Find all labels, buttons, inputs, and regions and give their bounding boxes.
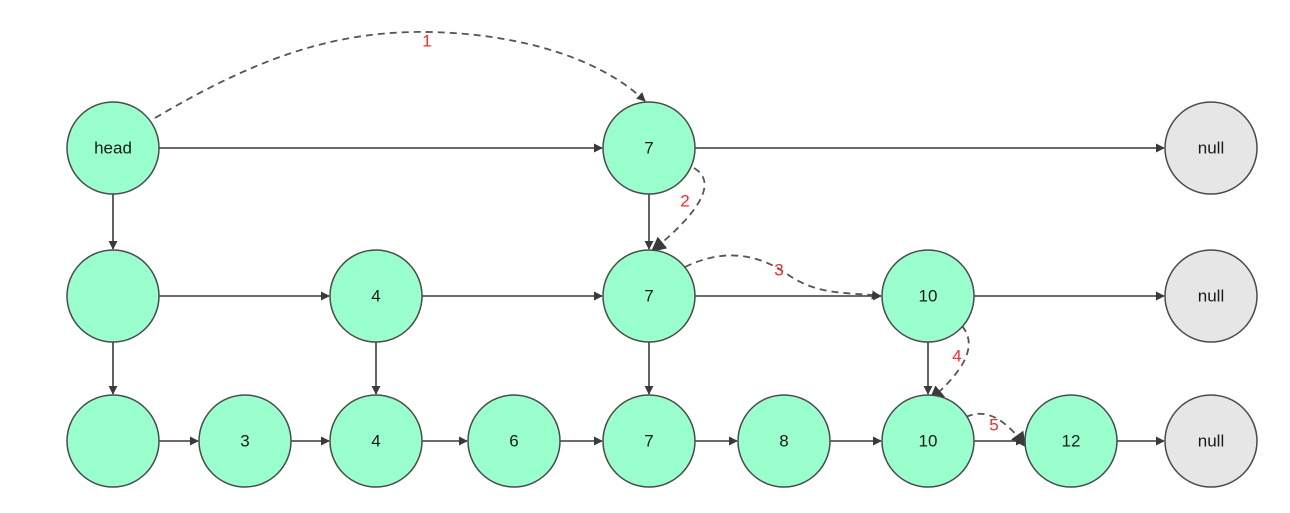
- search-step-label: 5: [989, 416, 998, 435]
- node-circle: [66, 249, 160, 343]
- node-label: head: [94, 139, 132, 158]
- node-circle: [881, 394, 975, 488]
- node-circle: [329, 249, 423, 343]
- node-label: 7: [644, 139, 653, 158]
- node-circle: [881, 249, 975, 343]
- search-step-label: 3: [774, 261, 783, 280]
- node-label: 7: [644, 287, 653, 306]
- node-label: null: [1198, 287, 1224, 306]
- node-circle: [602, 249, 696, 343]
- node-10-level1: 10: [881, 249, 975, 343]
- node-null-level1: null: [1164, 249, 1258, 343]
- search-path-layer: [154, 31, 1026, 448]
- node-circle: [602, 394, 696, 488]
- node-label: 7: [644, 432, 653, 451]
- node-12-level0: 12: [1024, 394, 1118, 488]
- node-circle: [66, 394, 160, 488]
- node-label: 12: [1062, 432, 1081, 451]
- node-label: 4: [371, 287, 380, 306]
- node-4-level1: 4: [329, 249, 423, 343]
- node-label: 10: [919, 287, 938, 306]
- node-8-level0: 8: [737, 394, 831, 488]
- node-label: null: [1198, 139, 1224, 158]
- search-step-label: 1: [422, 32, 431, 51]
- node-7-level2: 7: [602, 101, 696, 195]
- node-circle: [66, 101, 160, 195]
- node-head: head: [66, 101, 160, 195]
- node-circle: [1164, 101, 1258, 195]
- node-circle: [602, 101, 696, 195]
- node-7-level0: 7: [602, 394, 696, 488]
- node-head-level0: [66, 394, 160, 488]
- node-circle: [737, 394, 831, 488]
- node-label: 8: [779, 432, 788, 451]
- node-circle: [1164, 249, 1258, 343]
- search-path-arrow: [965, 412, 1026, 448]
- node-6-level0: 6: [467, 394, 561, 488]
- node-null-level2: null: [1164, 101, 1258, 195]
- node-circle: [198, 394, 292, 488]
- search-step-label: 2: [680, 192, 689, 211]
- search-path-arrow: [154, 31, 646, 119]
- node-circle: [467, 394, 561, 488]
- search-path-arrow: [684, 254, 881, 300]
- node-10-level0: 10: [881, 394, 975, 488]
- node-circle: [329, 394, 423, 488]
- node-7-level1: 7: [602, 249, 696, 343]
- node-head-level1: [66, 249, 160, 343]
- node-3-level0: 3: [198, 394, 292, 488]
- node-label: 10: [919, 432, 938, 451]
- node-circle: [1164, 394, 1258, 488]
- node-4-level0: 4: [329, 394, 423, 488]
- node-circle: [1024, 394, 1118, 488]
- node-label: 3: [240, 432, 249, 451]
- search-path-arrow: [650, 167, 706, 252]
- node-label: 6: [509, 432, 518, 451]
- edges-layer: [108, 143, 1165, 446]
- node-label: null: [1198, 432, 1224, 451]
- search-step-label: 4: [952, 347, 961, 366]
- node-null-level0: null: [1164, 394, 1258, 488]
- node-label: 4: [371, 432, 380, 451]
- search-path-arrow: [928, 325, 970, 401]
